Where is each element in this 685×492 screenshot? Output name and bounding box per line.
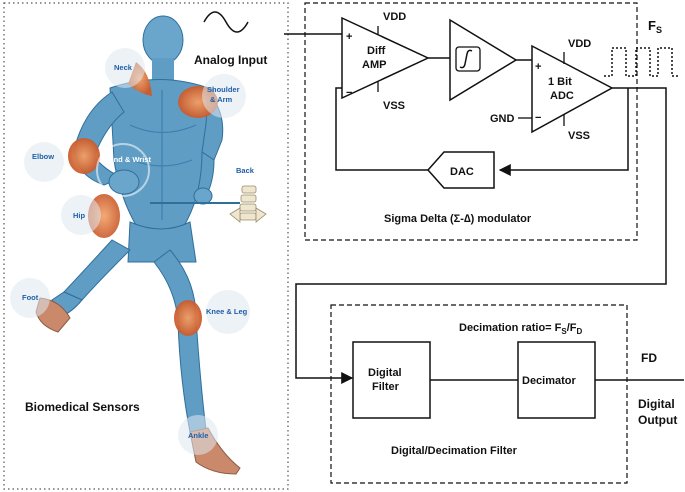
adc-plus: + xyxy=(535,61,541,73)
diff-amp-label-2: AMP xyxy=(362,59,386,71)
label-neck: Neck xyxy=(114,63,133,72)
sine-wave-icon xyxy=(203,11,249,33)
label-hand-wrist: Hand & Wrist xyxy=(104,155,151,164)
amp-vss-label: VSS xyxy=(383,100,405,112)
adc-minus: − xyxy=(535,112,541,124)
modulator-border xyxy=(304,2,638,241)
adc-vss-label: VSS xyxy=(568,130,590,142)
dac-block xyxy=(426,151,495,189)
integral-icon-box xyxy=(455,46,481,72)
adc-label-1: 1 Bit xyxy=(548,76,572,88)
human-figure xyxy=(35,15,267,475)
digital-output-label-2: Output xyxy=(638,413,677,427)
diff-amp-minus: − xyxy=(346,87,352,99)
dac-feedback-wire xyxy=(335,87,428,171)
fd-label: FD xyxy=(641,351,657,365)
decimation-border xyxy=(330,304,628,484)
decimation-caption: Digital/Decimation Filter xyxy=(391,445,518,457)
digital-filter-label-2: Filter xyxy=(372,381,400,393)
clock-wave-icon xyxy=(604,47,678,77)
feedback-wire xyxy=(498,88,629,176)
adc-vdd-label: VDD xyxy=(568,38,591,50)
sensors-panel-border xyxy=(3,2,289,490)
amp-vdd-label: VDD xyxy=(383,11,406,23)
label-foot: Foot xyxy=(22,293,39,302)
sensors-title: Biomedical Sensors xyxy=(25,400,140,414)
sensor-labels: Neck Shoulder & Arm Elbow Hand & Wrist B… xyxy=(22,63,255,440)
adc-block xyxy=(531,44,614,134)
digital-output-label-1: Digital xyxy=(638,397,675,411)
adc-label-2: ADC xyxy=(550,90,574,102)
label-elbow: Elbow xyxy=(32,152,54,161)
label-knee-leg: Knee & Leg xyxy=(206,307,248,316)
integrator-block xyxy=(449,18,518,102)
label-shoulder: Shoulder xyxy=(207,85,240,94)
sensor-halos xyxy=(10,48,250,455)
adc-gnd-label: GND xyxy=(490,113,515,125)
decimator-label: Decimator xyxy=(522,375,577,387)
adc-output-wire xyxy=(295,87,667,384)
spine-icon xyxy=(229,185,267,223)
label-hip: Hip xyxy=(73,211,86,220)
fs-label: FS xyxy=(648,18,662,35)
label-arm: & Arm xyxy=(210,95,233,104)
diff-amp-plus: + xyxy=(346,31,352,43)
decimator-block xyxy=(517,341,596,419)
label-back: Back xyxy=(236,166,255,175)
digital-filter-block xyxy=(352,341,431,419)
modulator-caption: Sigma Delta (Σ-∆) modulator xyxy=(384,213,532,225)
analog-input-label: Analog Input xyxy=(194,53,267,67)
digital-filter-label-1: Digital xyxy=(368,367,402,379)
integral-icon xyxy=(459,49,473,69)
diff-amp-block xyxy=(341,16,430,100)
label-ankle: Ankle xyxy=(188,431,208,440)
decimation-ratio: Decimation ratio= FS/FD xyxy=(459,322,583,336)
dac-label: DAC xyxy=(450,166,474,178)
diff-amp-label-1: Diff xyxy=(367,45,386,57)
